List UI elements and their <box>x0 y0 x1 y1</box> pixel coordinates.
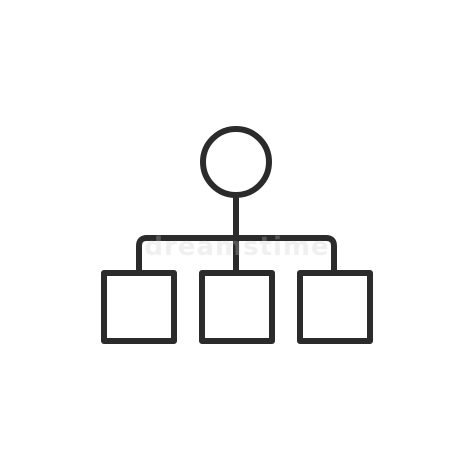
root-node-circle <box>200 126 272 198</box>
child-node-left-box <box>101 270 177 344</box>
child-node-center-box <box>199 270 275 344</box>
branch-connector-line <box>136 235 337 275</box>
child-node-right-box <box>297 270 373 344</box>
